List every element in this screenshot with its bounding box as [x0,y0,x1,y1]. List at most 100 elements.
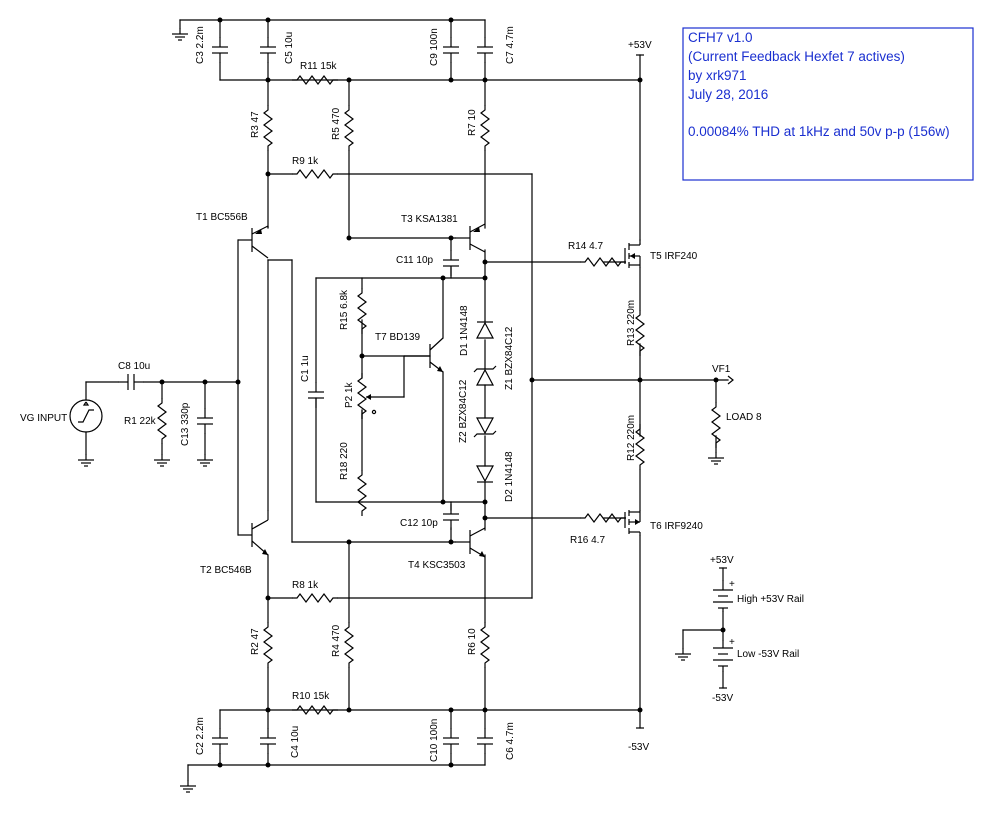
resistor-r9 [291,169,339,179]
label-c2: C2 2.2m [195,717,206,755]
zener-z1 [473,365,497,386]
label-c11: C11 10p [396,255,434,266]
resistor-r18 [357,469,367,517]
label-t4: T4 KSC3503 [408,560,466,571]
label-vg: VG INPUT [20,413,67,424]
ground-symbol-bottom [179,779,197,793]
label-r7: R7 10 [467,109,478,136]
label-p2: P2 1k [344,381,355,408]
transistor-t3 [455,223,486,253]
signal-source-vg [69,399,103,433]
label-c8: C8 10u [118,361,150,372]
capacitor-c13 [196,407,214,435]
capacitor-c9 [442,36,460,64]
potentiometer-p2 [357,372,377,420]
label-t2: T2 BC546B [200,565,252,576]
label-c7: C7 4.7m [505,26,516,64]
output-probe-vf1 [727,375,734,385]
resistor-r7 [480,104,490,152]
ground-symbol-top [171,27,189,41]
label-c12: C12 10p [400,518,438,529]
wiring [85,19,729,781]
info-box: CFH7 v1.0 (Current Feedback Hexfet 7 act… [682,27,974,181]
resistor-r6 [480,621,490,669]
transistor-t2 [238,510,269,556]
label-t6: T6 IRF9240 [650,521,703,532]
label-rail-low: Low -53V Rail [737,649,799,660]
transistor-t6 [624,510,641,536]
label-c9: C9 100n [429,28,440,66]
capacitor-c1 [307,381,325,409]
resistor-r2 [263,621,273,669]
zener-z2 [473,417,497,438]
label-r2: R2 47 [250,628,261,655]
capacitor-c5 [259,36,277,64]
label-r18: R18 220 [339,442,350,480]
ground-symbol-load [707,451,725,465]
battery-high-rail [713,580,733,612]
label-rail-pos: +53V [710,555,734,566]
capacitor-c3 [211,36,229,64]
capacitor-c11 [442,249,460,277]
label-plus-low: + [729,637,735,648]
label-z1: Z1 BZX84C12 [504,326,515,390]
component-labels: C3 2.2m C5 10u C9 100n C7 4.7m R11 15k R… [20,26,804,762]
label-r13: R13 220m [626,300,637,346]
label-c3: C3 2.2m [195,26,206,64]
label-r1: R1 22k [124,416,157,427]
label-t7: T7 BD139 [375,332,420,343]
resistor-r4 [344,621,354,669]
label-d1: D1 1N4148 [459,305,470,356]
info-line-subtitle: (Current Feedback Hexfet 7 actives) [688,49,905,64]
capacitor-c2 [211,727,229,755]
capacitor-c10 [442,727,460,755]
capacitor-c8 [117,373,145,391]
label-d2: D2 1N4148 [504,451,515,502]
label-r11: R11 15k [300,61,338,72]
label-z2: Z2 BZX84C12 [458,379,469,443]
label-r9: R9 1k [292,156,319,167]
label-t3: T3 KSA1381 [401,214,458,225]
transistor-t4 [455,527,486,558]
label-r12: R12 220m [626,415,637,461]
label-c13: C13 330p [180,402,191,446]
label-vf1: VF1 [712,364,731,375]
label-r6: R6 10 [467,628,478,655]
info-box-border [682,27,974,181]
info-line-date: July 28, 2016 [688,87,768,102]
capacitor-c12 [442,503,460,531]
label-r4: R4 470 [331,624,342,657]
info-line-author: by xrk971 [688,68,747,83]
ground-symbol-r1 [153,453,171,467]
label-rail-neg: -53V [712,693,733,704]
label-r14: R14 4.7 [568,241,603,252]
diode-d2 [476,465,494,483]
junctions [159,17,726,768]
diode-d1 [476,320,494,339]
transistor-t7 [404,337,444,373]
label-r8: R8 1k [292,580,319,591]
label-c1: C1 1u [300,355,311,382]
resistor-r1 [157,397,167,445]
label-rail-high: High +53V Rail [737,594,804,605]
label-r16: R16 4.7 [570,535,605,546]
label-load: LOAD 8 [726,412,762,423]
label-c5: C5 10u [284,32,295,64]
info-line-thd: 0.00084% THD at 1kHz and 50v p-p (156w) [688,124,950,139]
resistor-r8 [291,593,339,603]
label-c6: C6 4.7m [505,722,516,760]
resistor-r3 [263,104,273,152]
battery-low-rail [713,640,733,672]
capacitor-c4 [259,727,277,755]
capacitor-c7 [476,36,494,64]
label-t5: T5 IRF240 [650,251,698,262]
ground-symbol-c13 [196,453,214,467]
label-c10: C10 100n [429,719,440,762]
transistor-t5 [624,243,641,268]
label-plus-high: + [729,579,735,590]
label-r3: R3 47 [250,111,261,138]
ground-symbol-rails [674,647,692,661]
label-r15: R15 6.8k [339,289,350,330]
transistor-t1 [238,225,269,259]
